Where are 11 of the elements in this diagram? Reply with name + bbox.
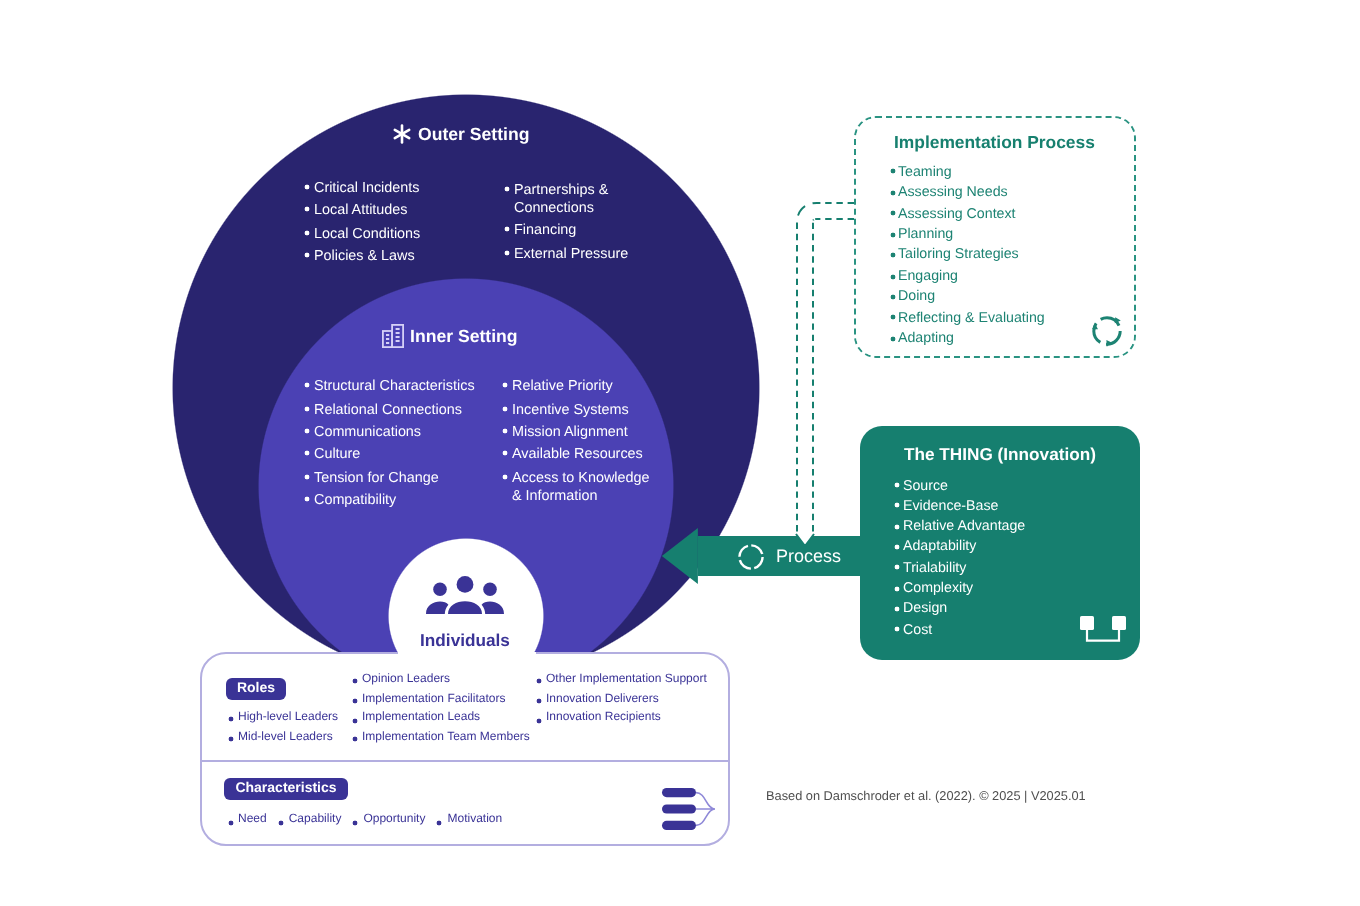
section-heading: The THING (Innovation) <box>904 443 1096 465</box>
section-heading: Implementation Process <box>894 131 1095 153</box>
block-arrow <box>661 528 860 584</box>
section-heading: Inner Setting <box>410 324 518 348</box>
edge-label: Process <box>772 544 846 568</box>
dashed-panel <box>854 116 1136 358</box>
section-heading: Individuals <box>420 629 510 651</box>
section-heading: Outer Setting <box>418 122 530 146</box>
innovation-card <box>860 426 1140 660</box>
dashed-connector <box>795 202 854 547</box>
roles-panel <box>200 652 730 846</box>
